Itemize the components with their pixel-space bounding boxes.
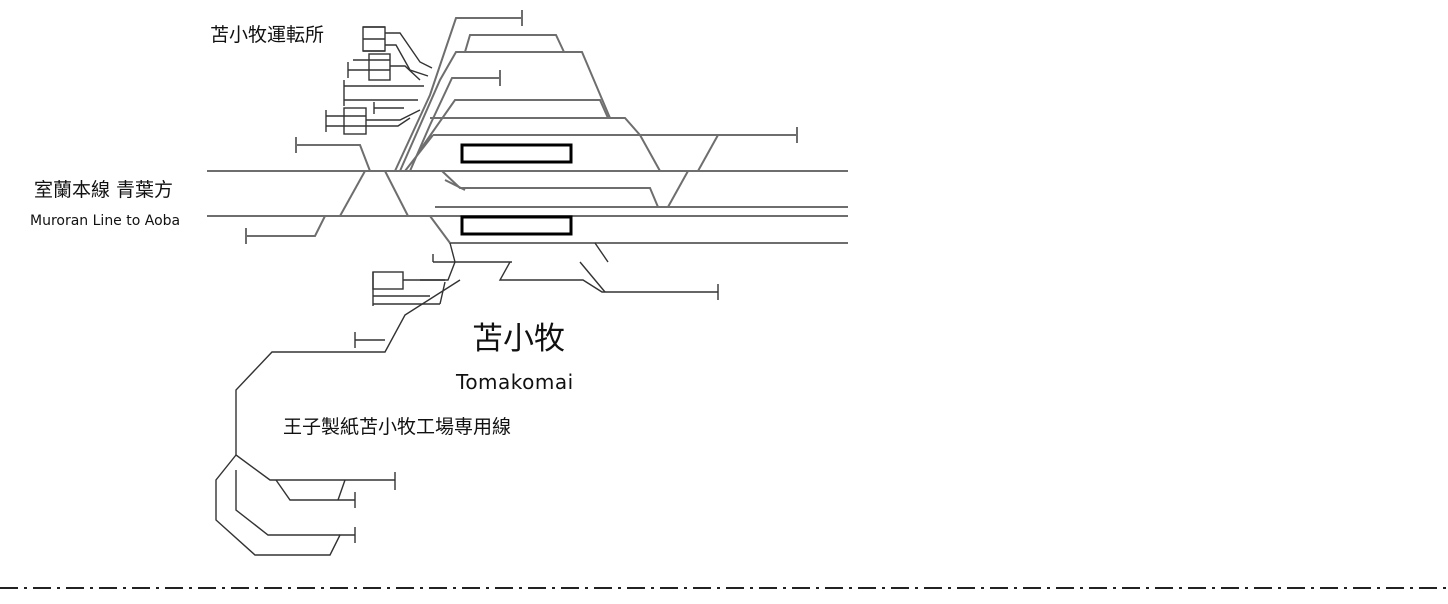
platforms: [460, 143, 573, 236]
depot-track-4: [409, 77, 500, 172]
crossover-5: [697, 134, 719, 172]
depot-tracks: [295, 10, 641, 172]
depot-building-1: [362, 26, 386, 52]
crossover-1: [339, 170, 366, 217]
west-tracks: [245, 215, 326, 244]
crossover-3: [667, 170, 689, 208]
depot-building-3: [343, 107, 367, 135]
station-name-en: Tomakomai: [456, 370, 574, 394]
depot-fan: [325, 26, 433, 135]
yard-building: [372, 271, 404, 290]
loop-track-a: [441, 170, 659, 208]
depot-label: 苫小牧運転所: [210, 24, 325, 46]
loop-track-b: [444, 179, 466, 191]
platform-2: [460, 215, 573, 236]
siding-label: 王子製紙苫小牧工場専用線: [283, 416, 512, 438]
south-yard: [372, 242, 719, 306]
depot-track-3: [464, 34, 565, 53]
mill-branch: [215, 279, 461, 556]
depot-building-2: [368, 53, 391, 81]
depot-track-5: [419, 99, 609, 151]
line-label-ja: 室蘭本線 青葉方: [34, 179, 174, 201]
line-label-en: Muroran Line to Aoba: [30, 213, 181, 229]
crossover-2: [384, 170, 409, 217]
depot-track-6: [296, 144, 371, 172]
depot-track-2: [399, 51, 641, 172]
depot-track-1: [394, 17, 522, 172]
crossover-4: [404, 134, 434, 172]
station-name-ja: 苫小牧: [472, 321, 565, 357]
platform-1: [460, 143, 573, 164]
west-siding: [246, 215, 326, 237]
